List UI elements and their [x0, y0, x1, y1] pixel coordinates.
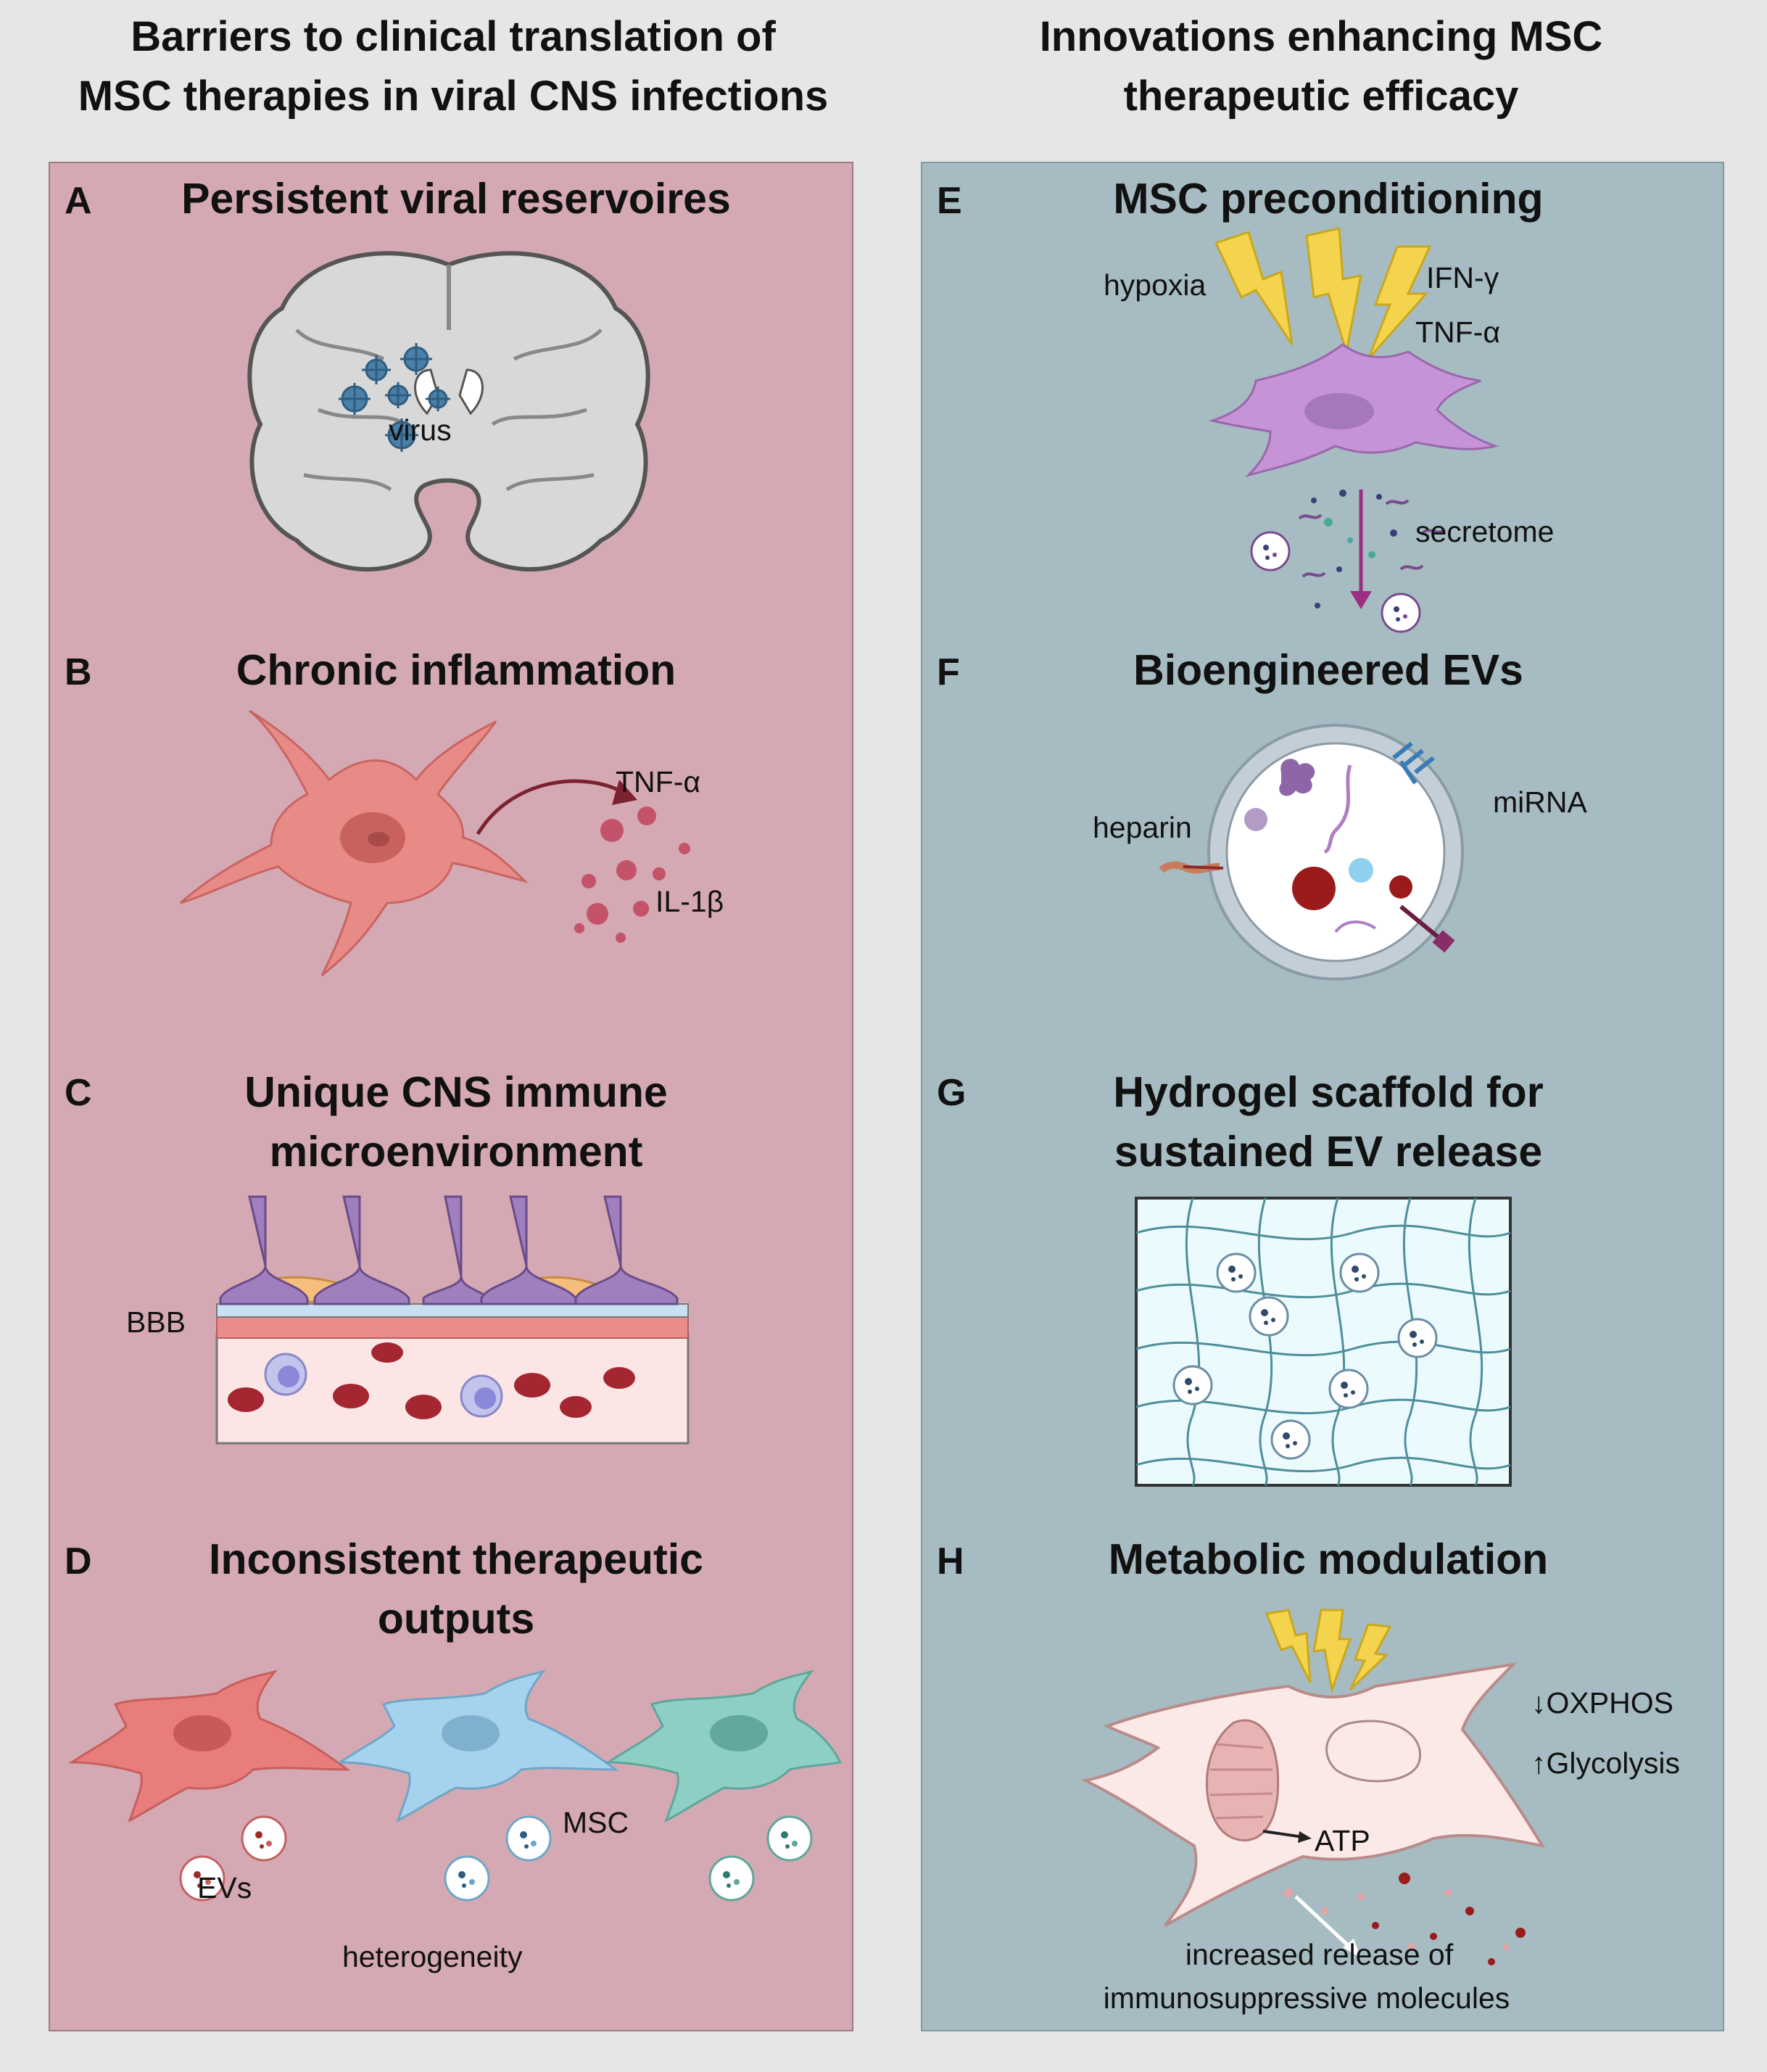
oxphos-label: ↓OXPHOS [1531, 1686, 1673, 1720]
section-g-title-line1: Hydrogel scaffold for [1113, 1068, 1544, 1116]
hypoxia-label: hypoxia [1104, 268, 1207, 302]
section-c-title-line1: Unique CNS immune [244, 1068, 668, 1116]
section-d-title-line2: outputs [377, 1595, 535, 1643]
heterogeneity-label: heterogeneity [342, 1940, 523, 1973]
msc-preconditioning-icon [1208, 227, 1499, 633]
section-title-c: Unique CNS immune microenvironment [94, 1062, 819, 1181]
microglia-cell-icon [180, 709, 690, 977]
section-title-f: Bioengineered EVs [966, 640, 1691, 700]
section-letter-f: F [937, 651, 960, 693]
section-letter-g: G [937, 1072, 967, 1114]
bbb-vessel-icon [215, 1195, 690, 1445]
section-letter-b: B [65, 651, 92, 693]
release-line2: immunosuppressive molecules [1103, 1981, 1510, 2015]
atp-label: ATP [1315, 1824, 1370, 1857]
section-a-title-line: Persistent viral reservoires [181, 175, 731, 223]
il1b-label: IL-1β [655, 885, 724, 918]
section-letter-c: C [65, 1072, 92, 1114]
metabolic-cell-icon [1080, 1609, 1546, 1965]
ev-vesicle-icon [179, 1815, 813, 1902]
msc-cell-icon [68, 1669, 843, 1823]
section-title-a: Persistent viral reservoires [94, 169, 819, 228]
evs-label: EVs [197, 1871, 252, 1904]
hydrogel-mesh-icon [1135, 1197, 1512, 1487]
section-title-g: Hydrogel scaffold for sustained EV relea… [966, 1062, 1691, 1181]
msc-heterogeneity-icon [68, 1669, 843, 1902]
release-line1: increased release of [1185, 1938, 1454, 1971]
right-title-line1: Innovations enhancing MSC [1039, 13, 1603, 60]
mirna-label: miRNA [1493, 785, 1587, 819]
brain-icon [247, 251, 650, 571]
section-e-title-line: MSC preconditioning [1113, 175, 1544, 223]
left-title-line2: MSC therapies in viral CNS infections [78, 73, 829, 120]
section-title-e: MSC preconditioning [966, 169, 1691, 228]
section-letter-h: H [937, 1540, 964, 1582]
section-f-title-line: Bioengineered EVs [1133, 646, 1523, 694]
section-letter-d: D [65, 1540, 92, 1582]
secretome-label: secretome [1415, 515, 1555, 548]
section-letter-e: E [937, 180, 962, 222]
release-label: increased release of immunosuppressive m… [944, 1933, 1669, 2020]
left-column-title: Barriers to clinical translation of MSC … [11, 7, 895, 126]
section-b-title-line: Chronic inflammation [236, 646, 676, 694]
lightning-icon [1265, 1609, 1392, 1694]
barriers-panel: A Persistent viral reservoires virus B C… [49, 162, 853, 2031]
ifn-gamma-label: IFN-γ [1426, 261, 1499, 294]
bioengineered-ev-icon [1159, 724, 1464, 981]
section-letter-a: A [65, 180, 92, 222]
right-column-title: Innovations enhancing MSC therapeutic ef… [879, 7, 1763, 126]
section-title-d: Inconsistent therapeutic outputs [94, 1530, 819, 1648]
section-c-title-line2: microenvironment [269, 1128, 643, 1176]
cytokine-dots-icon [574, 806, 690, 943]
right-title-line2: therapeutic efficacy [1123, 73, 1519, 120]
bbb-label: BBB [126, 1305, 186, 1339]
section-g-title-line2: sustained EV release [1114, 1128, 1543, 1176]
tnf-alpha-label-b: TNF-α [616, 765, 701, 798]
section-d-title-line1: Inconsistent therapeutic [209, 1535, 703, 1583]
section-title-b: Chronic inflammation [94, 640, 819, 700]
section-title-h: Metabolic modulation [966, 1530, 1691, 1589]
innovations-panel: E MSC preconditioning hypoxia IFN-γ TNF-… [921, 162, 1724, 2031]
msc-label: MSC [563, 1806, 629, 1839]
heparin-label: heparin [1093, 811, 1192, 844]
lightning-icon [1214, 227, 1432, 360]
virus-label: virus [389, 413, 452, 447]
left-title-line1: Barriers to clinical translation of [131, 13, 776, 60]
section-h-title-line: Metabolic modulation [1108, 1535, 1549, 1583]
ev-vesicle-icon [1172, 1252, 1438, 1460]
tnf-alpha-label-e: TNF-α [1415, 315, 1501, 349]
glycolysis-label: ↑Glycolysis [1531, 1746, 1681, 1780]
